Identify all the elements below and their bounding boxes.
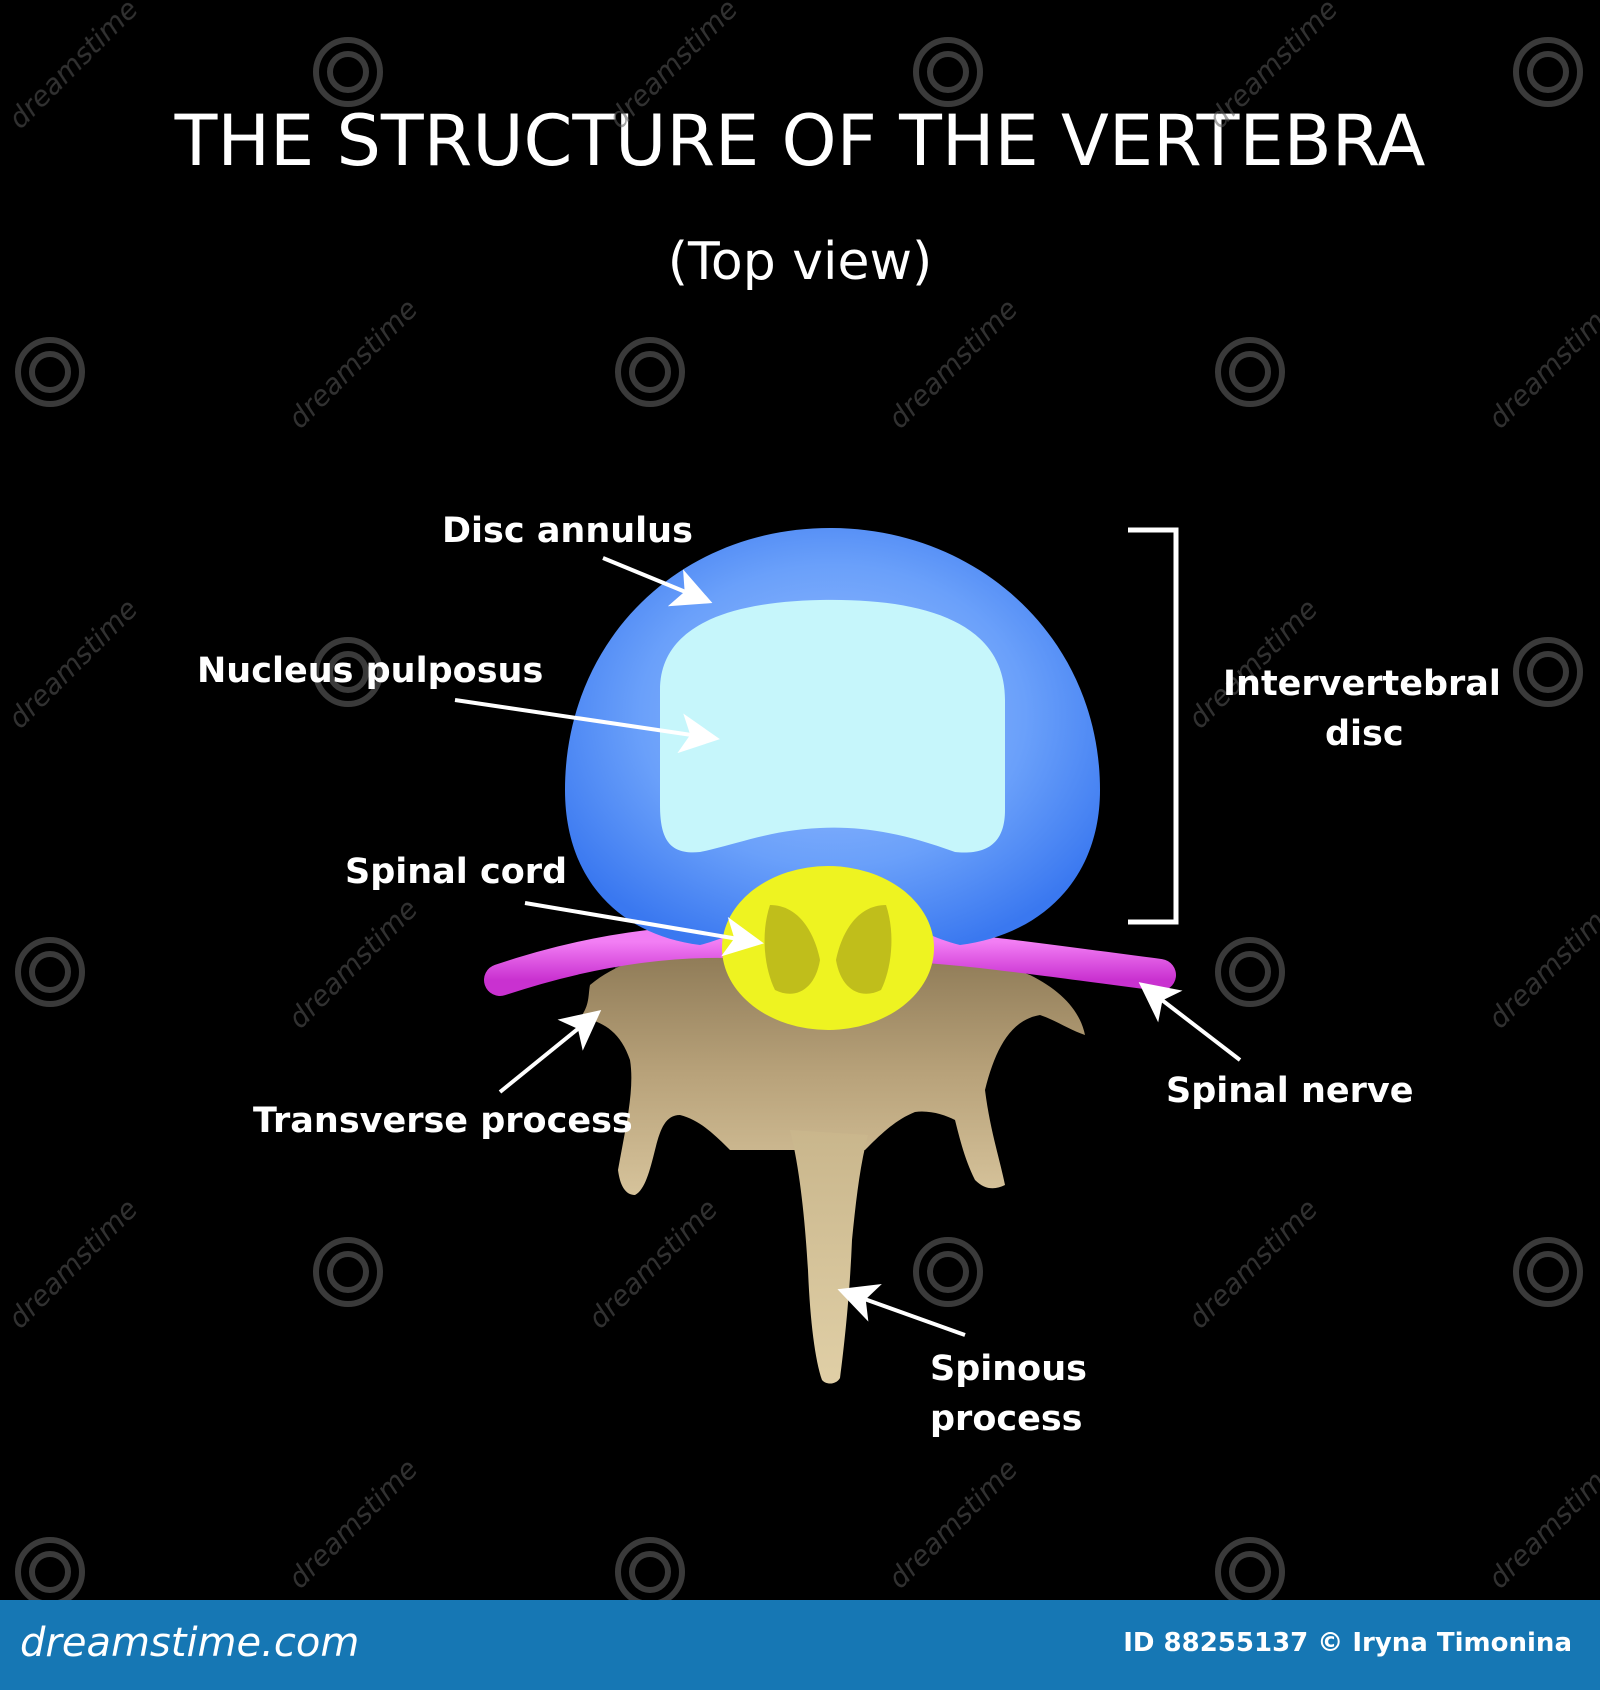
arrow-disc-annulus	[602, 556, 713, 607]
watermark-text: dreamstime	[2, 592, 145, 735]
label-spinal-cord: Spinal cord	[345, 852, 567, 892]
watermark-text: dreamstime	[282, 1452, 425, 1595]
footer-logo[interactable]: dreamstime.com	[20, 1620, 360, 1666]
arrow-nucleus-pulposus	[454, 698, 720, 754]
arrow-spinal-nerve	[1138, 982, 1242, 1062]
spinal-cord	[722, 866, 934, 1030]
watermark-text: dreamstime	[1182, 1192, 1325, 1335]
label-spinous-process-line1: Spinous	[930, 1349, 1087, 1389]
watermark-icon	[15, 37, 1583, 1600]
watermark-text: dreamstime	[882, 1452, 1025, 1595]
watermark-text: dreamstime	[1482, 892, 1600, 1035]
watermark-text: dreamstime	[1482, 1452, 1600, 1595]
arrow-spinous-process	[837, 1283, 966, 1337]
watermark-text: dreamstime	[882, 292, 1025, 435]
watermark-text: dreamstime	[2, 1192, 145, 1335]
watermark-text: dreamstime	[602, 0, 745, 135]
label-intervertebral-disc-line2: disc	[1325, 714, 1404, 754]
vertebra-diagram: dreamstime dreamstime dreamstime dreamst…	[2, 0, 1600, 1600]
label-transverse-process: Transverse process	[253, 1101, 633, 1141]
vertebral-arch	[580, 953, 1085, 1195]
watermark-text: dreamstime	[2, 0, 145, 135]
label-disc-annulus: Disc annulus	[442, 511, 693, 551]
label-spinous-process-line2: process	[930, 1399, 1083, 1439]
watermark-text: dreamstime	[282, 892, 425, 1035]
footer-bar: dreamstime.com ID 88255137 © Iryna Timon…	[0, 1600, 1600, 1690]
spinal-cord-grey-matter	[764, 905, 892, 994]
footer-credit: ID 88255137 © Iryna Timonina	[1123, 1628, 1572, 1658]
label-nucleus-pulposus: Nucleus pulposus	[197, 651, 543, 691]
watermark-text: dreamstime	[1482, 292, 1600, 435]
arrow-transverse-process	[498, 1009, 602, 1094]
watermark-text: dreamstime	[1202, 0, 1345, 135]
label-spinal-nerve: Spinal nerve	[1166, 1071, 1413, 1111]
watermark-text: dreamstime	[582, 1192, 725, 1335]
spinous-process	[790, 1130, 868, 1384]
nucleus-pulposus	[660, 599, 1005, 853]
arrow-spinal-cord	[524, 901, 764, 957]
pointer-arrows	[454, 556, 1242, 1337]
diagram-subtitle: (Top view)	[667, 232, 933, 292]
label-intervertebral-disc-line1: Intervertebral	[1223, 664, 1501, 704]
intervertebral-disc-bracket	[1128, 527, 1179, 925]
diagram-title: THE STRUCTURE OF THE VERTEBRA	[174, 100, 1426, 182]
watermark-text: dreamstime	[282, 292, 425, 435]
